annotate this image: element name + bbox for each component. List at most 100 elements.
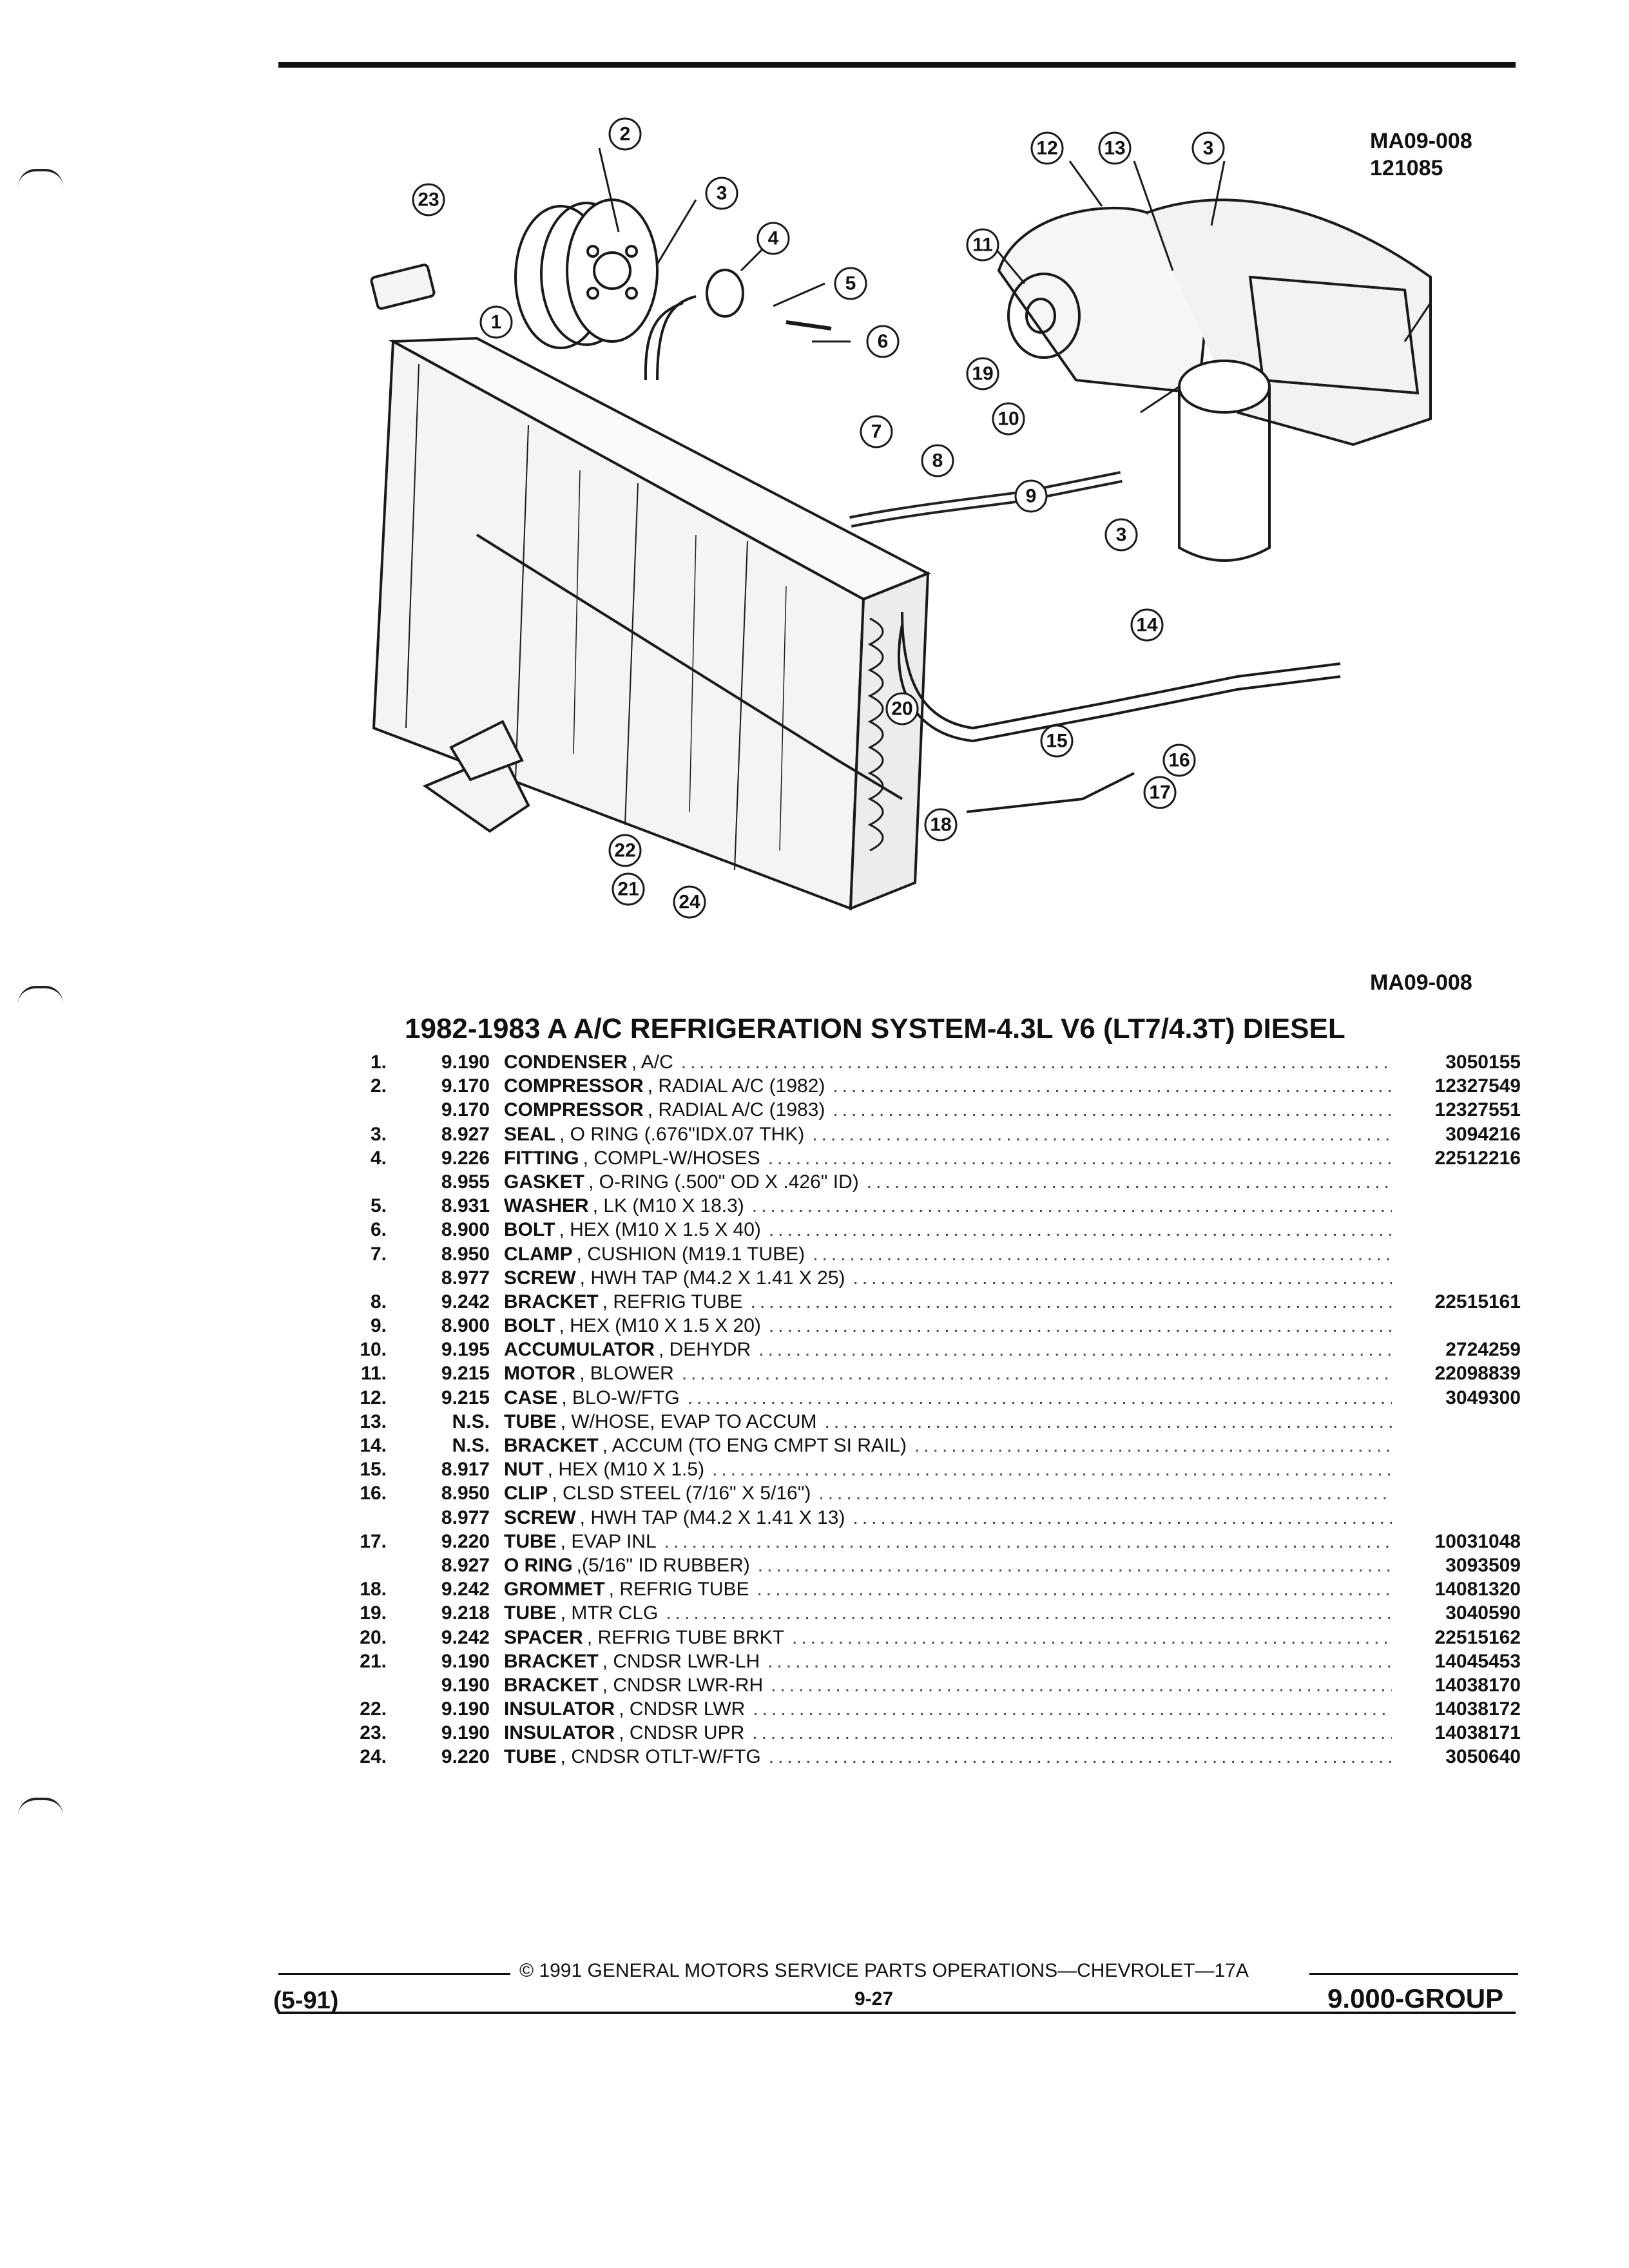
part-description: BOLT, HEX (M10 X 1.5 X 20): [504, 1314, 1392, 1338]
part-description: BRACKET, REFRIG TUBE: [504, 1290, 1392, 1314]
part-detail: , HWH TAP (M4.2 X 1.41 X 13): [579, 1506, 845, 1528]
part-name: SCREW: [504, 1506, 576, 1528]
group-number: 9.215: [441, 1387, 490, 1408]
part-description: TUBE, EVAP INL: [504, 1530, 1392, 1553]
group-number: 9.215: [441, 1363, 490, 1385]
leader-dots: [712, 1457, 1392, 1481]
part-number: 22512216: [1434, 1147, 1521, 1169]
leader-dots: [688, 1386, 1392, 1410]
part-detail: , EVAP INL: [560, 1530, 657, 1552]
leader-dots: [664, 1530, 1392, 1553]
callout-19: 19: [972, 363, 993, 385]
group-number: 9.226: [441, 1147, 490, 1169]
footer-rule-left: [278, 1973, 510, 1975]
leader-dots: [867, 1170, 1392, 1194]
part-number: 3040590: [1445, 1602, 1521, 1624]
part-detail: , MTR CLG: [560, 1602, 659, 1624]
part-detail: , LK (M10 X 18.3): [592, 1195, 744, 1217]
callout-5: 5: [845, 273, 856, 294]
part-detail: , CNDSR OTLT-W/FTG: [560, 1746, 761, 1768]
part-detail: , ACCUM (TO ENG CMPT SI RAIL): [602, 1435, 907, 1456]
hose-line: [644, 302, 684, 381]
footer-rule-right: [1309, 1973, 1518, 1975]
item-number: 7.: [370, 1243, 387, 1265]
item-number: 15.: [360, 1459, 387, 1481]
part-detail: , W/HOSE, EVAP TO ACCUM: [560, 1410, 817, 1432]
item-number: 13.: [360, 1410, 387, 1432]
leader-dots: [813, 1242, 1392, 1266]
group-number: 8.955: [441, 1171, 490, 1193]
callout-8: 8: [932, 450, 943, 472]
item-number: 8.: [370, 1291, 387, 1312]
part-name: INSULATOR: [504, 1698, 615, 1720]
part-detail: ,(5/16" ID RUBBER): [576, 1554, 750, 1576]
part-name: COMPRESSOR: [504, 1099, 644, 1121]
part-detail: , CNDSR LWR: [619, 1698, 746, 1720]
callout-12: 12: [1036, 138, 1057, 159]
leader-dots: [753, 1697, 1392, 1721]
part-description: BRACKET, ACCUM (TO ENG CMPT SI RAIL): [504, 1434, 1392, 1457]
part-number: 14045453: [1434, 1650, 1521, 1672]
callout-3: 3: [1116, 524, 1127, 546]
part-detail: , REFRIG TUBE: [608, 1579, 749, 1600]
part-name: NUT: [504, 1459, 544, 1481]
part-description: CASE, BLO-W/FTG: [504, 1386, 1392, 1410]
part-name: WASHER: [504, 1195, 589, 1217]
part-description: MOTOR, BLOWER: [504, 1361, 1392, 1385]
part-detail: , REFRIG TUBE BRKT: [586, 1626, 784, 1648]
group-number: 9.190: [441, 1722, 490, 1744]
group-number: 9.170: [441, 1099, 490, 1121]
group-number: 8.900: [441, 1219, 490, 1241]
callout-13: 13: [1104, 138, 1125, 159]
part-description: COMPRESSOR, RADIAL A/C (1983): [504, 1098, 1392, 1122]
callout-2: 2: [620, 124, 631, 145]
parts-row: 8.977 SCREW, HWH TAP (M4.2 X 1.41 X 13): [335, 1506, 1521, 1530]
compressor-illustration: [514, 198, 659, 349]
part-detail: , HEX (M10 X 1.5): [547, 1459, 705, 1481]
leader-dots: [682, 1361, 1392, 1385]
callout-11: 11: [972, 235, 993, 256]
group-number: 8.917: [441, 1459, 490, 1481]
part-number: 3050640: [1445, 1746, 1521, 1768]
item-number: 6.: [370, 1219, 387, 1241]
item-number: 17.: [360, 1530, 387, 1552]
item-number: 4.: [370, 1147, 387, 1169]
leader-dots: [769, 1218, 1392, 1242]
part-number: 22098839: [1434, 1363, 1521, 1385]
item-number: 23.: [360, 1722, 387, 1744]
leader-dots: [750, 1290, 1392, 1314]
condenser-illustration: [372, 336, 931, 911]
callout-9: 9: [1026, 486, 1037, 507]
callout-23: 23: [418, 189, 439, 211]
part-number: 3049300: [1445, 1387, 1521, 1408]
callout-16: 16: [1168, 750, 1190, 771]
part-detail: , DEHYDR: [658, 1339, 751, 1361]
callout-1: 1: [491, 312, 502, 333]
footer-group: 9.000-GROUP: [1327, 1983, 1504, 2013]
part-detail: , CUSHION (M19.1 TUBE): [576, 1243, 805, 1265]
group-number: 9.242: [441, 1291, 490, 1312]
group-number: 9.190: [441, 1052, 490, 1073]
part-name: TUBE: [504, 1410, 557, 1432]
part-description: GASKET, O-RING (.500" OD X .426" ID): [504, 1170, 1392, 1194]
group-number: 9.190: [441, 1698, 490, 1720]
leader-dots: [768, 1146, 1392, 1170]
part-name: GROMMET: [504, 1579, 605, 1600]
parts-row: 8.955 GASKET, O-RING (.500" OD X .426" ID…: [335, 1170, 1521, 1194]
part-name: BOLT: [504, 1219, 555, 1241]
part-description: SEAL, O RING (.676"IDX.07 THK): [504, 1122, 1392, 1146]
item-number: 22.: [360, 1698, 387, 1720]
footer-copyright: © 1991 GENERAL MOTORS SERVICE PARTS OPER…: [519, 1960, 1249, 1981]
group-number: 8.977: [441, 1506, 490, 1528]
group-number: 9.195: [441, 1339, 490, 1361]
footer-rule-bottom: [278, 2012, 1516, 2014]
part-name: O RING: [504, 1554, 573, 1576]
